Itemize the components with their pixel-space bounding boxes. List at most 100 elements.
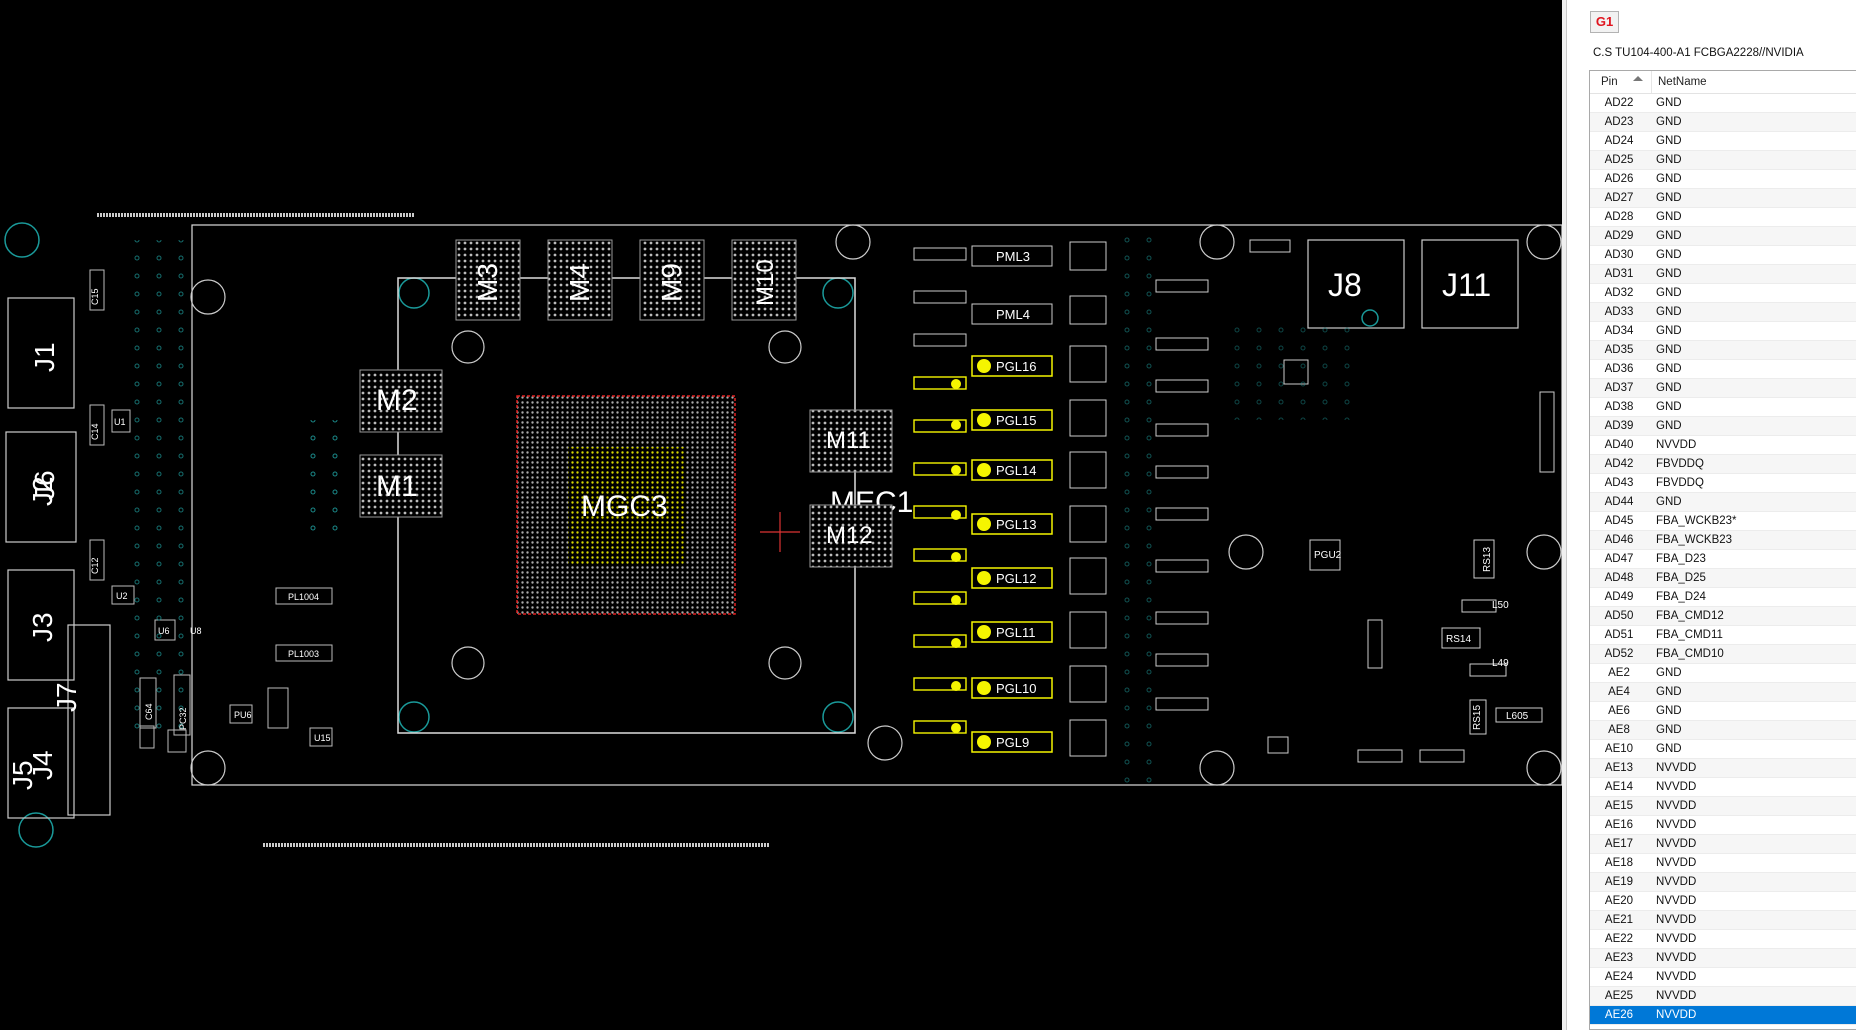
netname-cell: FBVDDQ: [1656, 458, 1704, 470]
pin-column-header[interactable]: Pin: [1590, 71, 1652, 93]
netname-cell: GND: [1656, 268, 1682, 280]
netname-cell: NVVDD: [1656, 990, 1697, 1002]
svg-text:PGL15: PGL15: [996, 413, 1036, 428]
svg-text:U2: U2: [116, 591, 128, 601]
netname-cell: FBA_CMD10: [1656, 648, 1724, 660]
svg-text:L605: L605: [1506, 711, 1529, 722]
netname-cell: GND: [1656, 705, 1682, 717]
pin-cell: AD22: [1604, 97, 1634, 109]
pin-cell: AE10: [1604, 743, 1634, 755]
panel-splitter[interactable]: [1562, 0, 1566, 1030]
netname-cell: NVVDD: [1656, 439, 1697, 451]
pin-cell: AE15: [1604, 800, 1634, 812]
pin-cell: AD28: [1604, 211, 1634, 223]
svg-text:L49: L49: [1492, 658, 1509, 669]
component-badge[interactable]: G1: [1590, 11, 1619, 33]
pin-cell: AD46: [1604, 534, 1634, 546]
netname-cell: NVVDD: [1656, 971, 1697, 983]
svg-text:PGU2: PGU2: [1314, 550, 1342, 561]
netname-cell: GND: [1656, 401, 1682, 413]
svg-text:PL1003: PL1003: [288, 649, 319, 659]
netname-column-header[interactable]: NetName: [1658, 76, 1707, 88]
svg-text:PGL13: PGL13: [996, 517, 1036, 532]
crosshair-cursor: [760, 512, 800, 552]
j3-label: J3: [27, 612, 58, 642]
table-row[interactable]: AD22 GND: [1590, 94, 1856, 113]
j8-label: J8: [1328, 267, 1362, 303]
svg-text:C64: C64: [144, 703, 154, 720]
netname-cell: NVVDD: [1656, 857, 1697, 869]
netname-cell: NVVDD: [1656, 819, 1697, 831]
inductor-pads: [951, 359, 991, 749]
power-stages: [1069, 241, 1107, 757]
netname-cell: GND: [1656, 287, 1682, 299]
netname-cell: GND: [1656, 686, 1682, 698]
netname-cell: GND: [1656, 420, 1682, 432]
j2-label: J2: [27, 476, 58, 506]
pcb-canvas[interactable]: MGC3 MEC1 M3 M4 M9 M10 M2 M1 M11 M12: [0, 0, 1562, 1030]
pcb-board-view[interactable]: MGC3 MEC1 M3 M4 M9 M10 M2 M1 M11 M12: [0, 0, 1562, 1030]
m12-label: M12: [826, 522, 873, 549]
svg-text:U1: U1: [114, 417, 126, 427]
netname-cell: GND: [1656, 249, 1682, 261]
board-outline: [191, 224, 1562, 786]
netname-cell: FBA_D24: [1656, 591, 1706, 603]
right-small-labels: RS14 RS13 RS15 L50 L49 L605 PGU2: [1314, 547, 1529, 730]
netname-cell: NVVDD: [1656, 876, 1697, 888]
pin-cell: AE23: [1604, 952, 1634, 964]
j5-label: J5: [7, 760, 38, 790]
inductors: [971, 245, 1053, 753]
netname-cell: GND: [1656, 97, 1682, 109]
netname-cell: FBVDDQ: [1656, 477, 1704, 489]
